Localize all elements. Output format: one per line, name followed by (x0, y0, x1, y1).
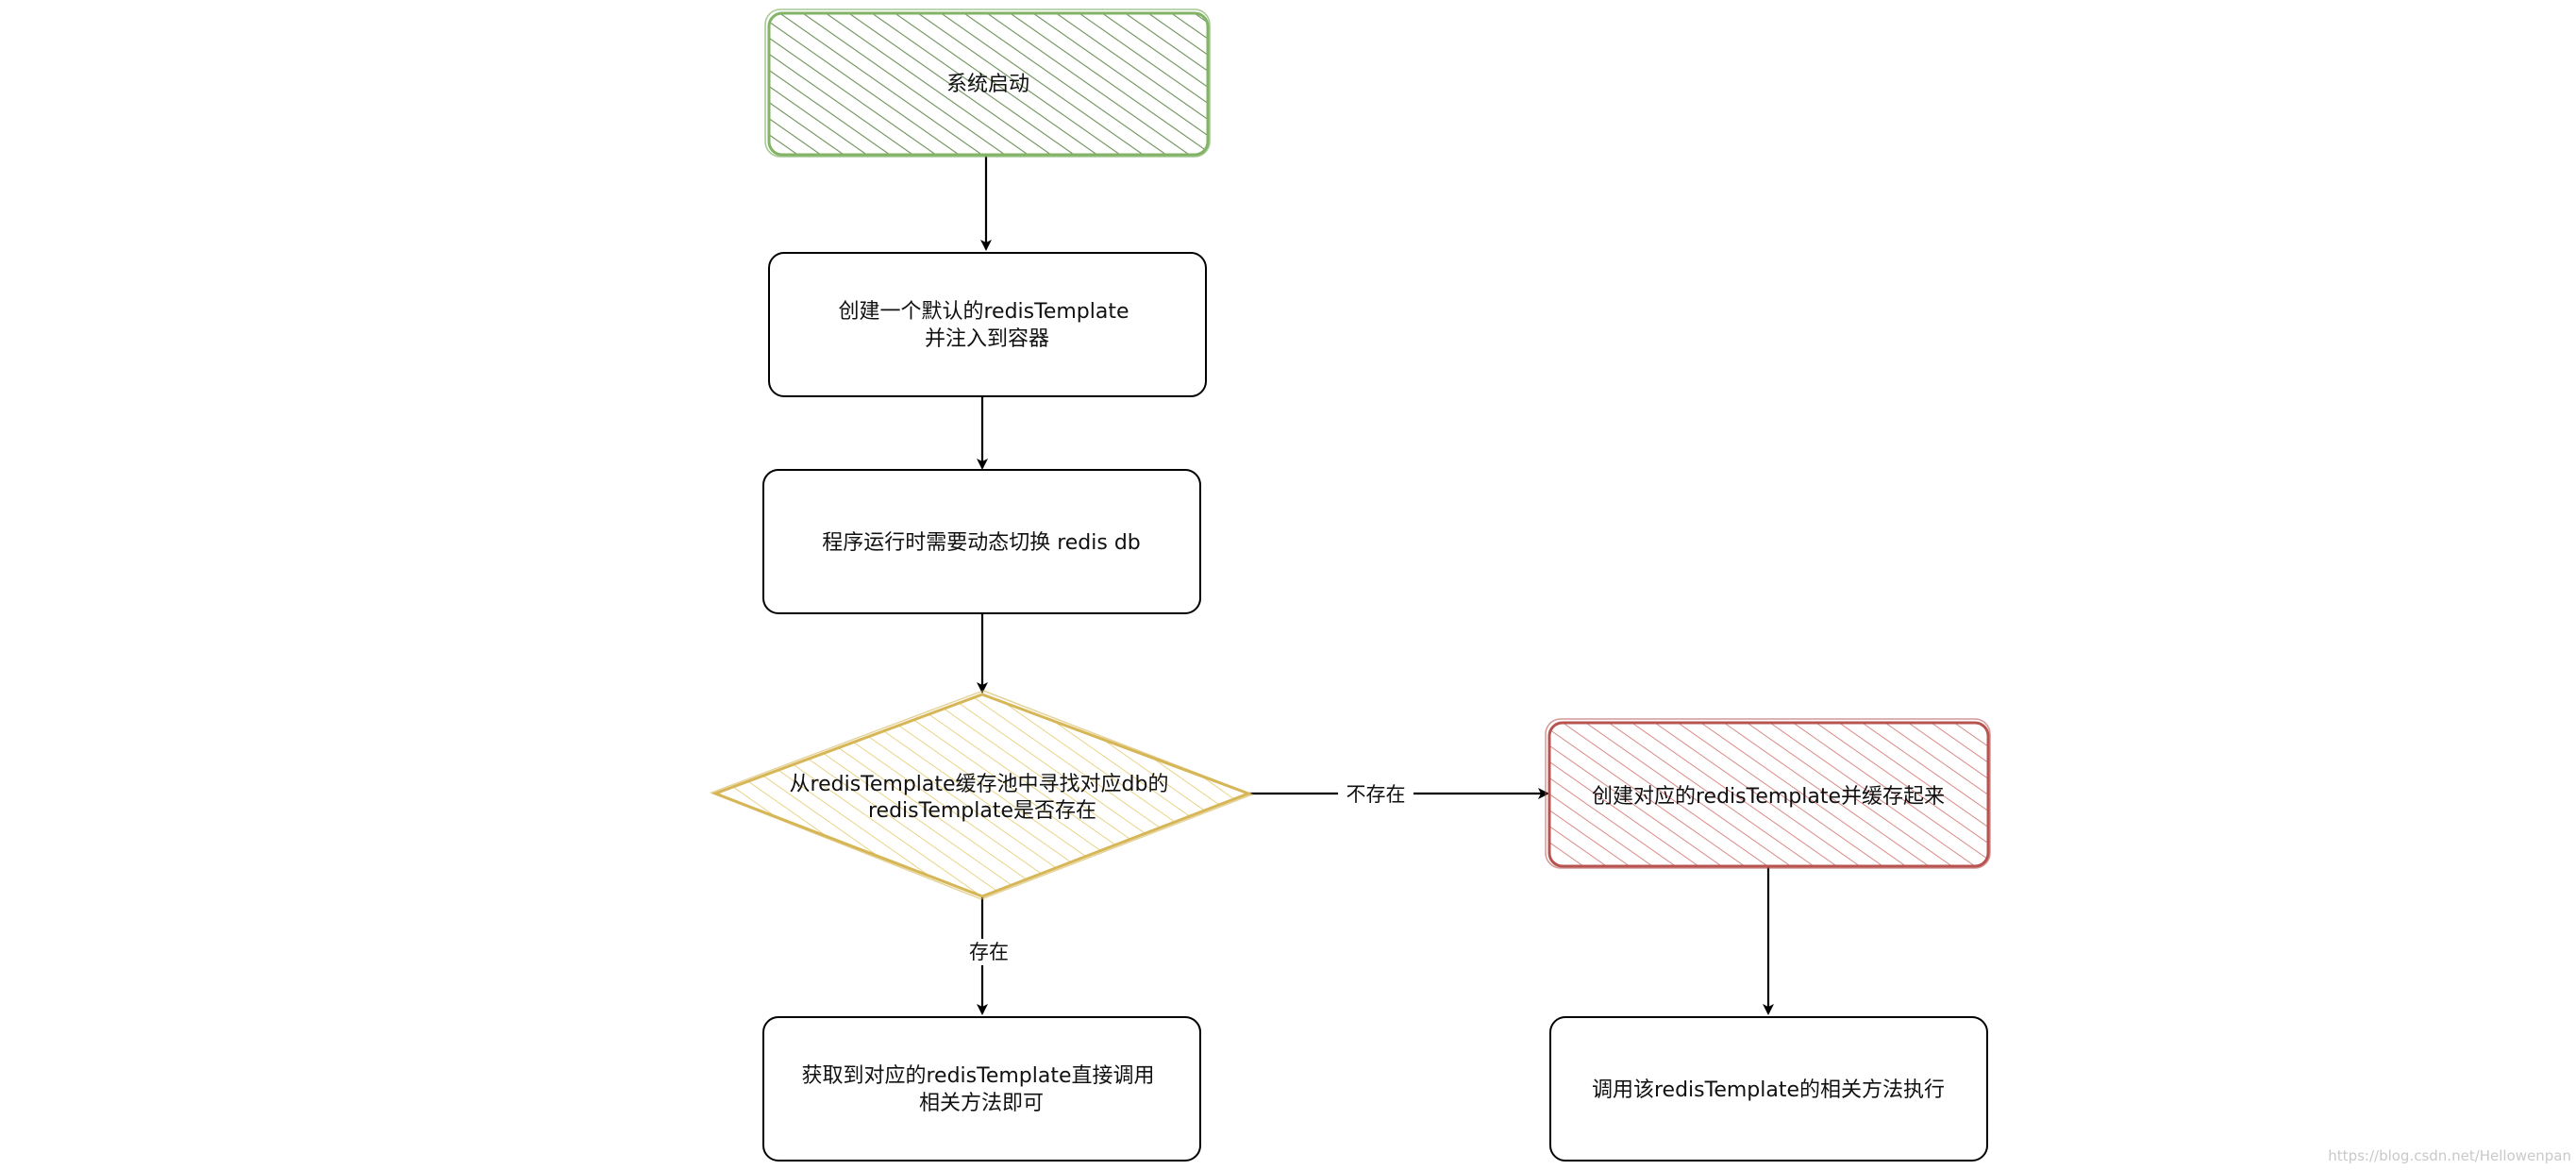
node-start-fill (769, 13, 1208, 155)
node-create-cache: 创建对应的redisTemplate并缓存起来 (1545, 718, 1991, 869)
node-create-cache-border (1547, 721, 1990, 868)
node-fetch-call-label: 获取到对应的redisTemplate直接调用 相关方法即可 (801, 1064, 1161, 1115)
node-start-border (767, 11, 1210, 157)
node-start-label: 系统启动 (946, 73, 1029, 96)
edge-label-not-exist: 不存在 (1347, 783, 1406, 806)
node-runtime-switch-label: 程序运行时需要动态切换 redis db (822, 531, 1141, 555)
node-start: 系统启动 (764, 8, 1211, 158)
node-create-default-label: 创建一个默认的redisTemplate 并注入到容器 (838, 300, 1135, 351)
node-runtime-switch-box (762, 469, 1201, 614)
node-invoke: 调用该redisTemplate的相关方法执行 (1549, 1016, 1988, 1162)
edge-label-exist-bg (961, 939, 1017, 965)
edge-label-not-exist-bg (1338, 781, 1413, 808)
node-runtime-switch: 程序运行时需要动态切换 redis db (762, 469, 1201, 614)
node-lookup-border (711, 693, 1253, 898)
node-create-cache-label: 创建对应的redisTemplate并缓存起来 (1592, 785, 1945, 809)
node-lookup-decision: 从redisTemplate缓存池中寻找对应db的 redisTemplate是… (709, 690, 1255, 900)
edge-label-exist: 存在 (969, 941, 1009, 963)
node-create-default-box (768, 252, 1207, 397)
node-fetch-call-box (762, 1016, 1201, 1162)
node-invoke-box (1549, 1016, 1988, 1162)
node-create-cache-border-sketch (1545, 718, 1991, 869)
node-lookup-label: 从redisTemplate缓存池中寻找对应db的 redisTemplate是… (790, 773, 1176, 823)
node-lookup-border-sketch (709, 690, 1255, 900)
node-invoke-label: 调用该redisTemplate的相关方法执行 (1592, 1078, 1945, 1102)
watermark-text: https://blog.csdn.net/Hellowenpan (2328, 1147, 2571, 1164)
edge-labels: 不存在 存在 (961, 781, 1413, 965)
node-fetch-call: 获取到对应的redisTemplate直接调用 相关方法即可 (762, 1016, 1201, 1162)
node-create-cache-fill (1549, 723, 1988, 866)
node-create-default: 创建一个默认的redisTemplate 并注入到容器 (768, 252, 1207, 397)
node-start-border-sketch (764, 8, 1211, 158)
